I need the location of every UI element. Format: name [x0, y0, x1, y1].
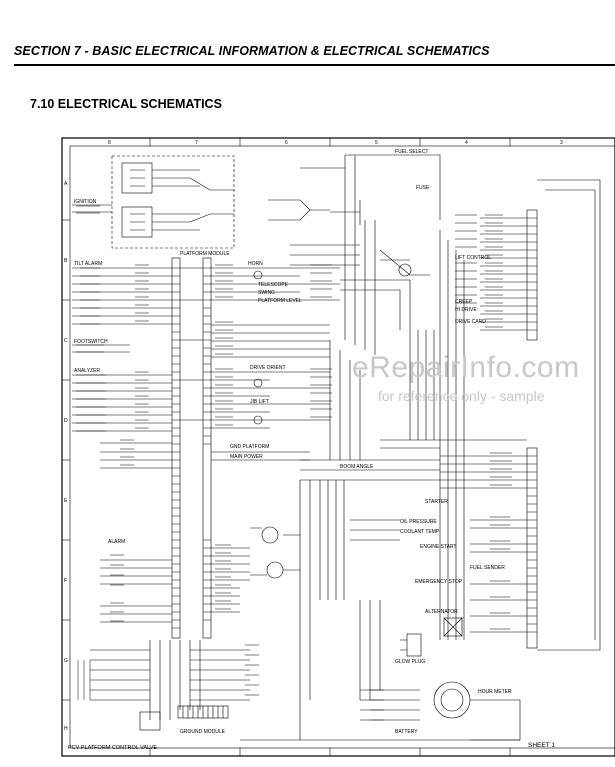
- grid-row-e: E: [64, 498, 68, 504]
- label-hour-meter: HOUR METER: [478, 689, 512, 695]
- grid-row-d: D: [64, 418, 68, 424]
- label-main-power: MAIN POWER: [230, 454, 263, 460]
- label-drive-orient: DRIVE ORIENT: [250, 365, 286, 371]
- label-telescope: TELESCOPE: [258, 282, 289, 288]
- label-battery: BATTERY: [395, 729, 418, 735]
- label-starter: STARTER: [425, 499, 448, 505]
- grid-col-6: 6: [285, 140, 288, 146]
- sheet-label: SHEET 1: [528, 742, 555, 749]
- label-swing: SWING: [258, 290, 275, 296]
- label-drive-card: DRIVE CARD: [455, 319, 486, 325]
- grid-row-c: C: [64, 338, 68, 344]
- label-horn: HORN: [248, 261, 263, 267]
- label-fuel-select: FUEL SELECT: [395, 149, 429, 155]
- label-lift-control: LIFT CONTROL: [455, 255, 492, 261]
- label-engine-start: ENGINE START: [420, 544, 457, 550]
- grid-row-f: F: [64, 578, 67, 584]
- label-alarm: ALARM: [108, 539, 126, 545]
- label-emergency-stop: EMERGENCY STOP: [415, 579, 463, 585]
- grid-row-a: A: [64, 181, 68, 187]
- grid-col-4: 4: [465, 140, 468, 146]
- watermark: eRepairInfo.com: [352, 351, 580, 384]
- grid-row-b: B: [64, 258, 68, 264]
- grid-col-7: 7: [195, 140, 198, 146]
- label-creep: CREEP: [455, 299, 473, 305]
- grid-col-8: 8: [108, 140, 111, 146]
- subsection-title: 7.10 ELECTRICAL SCHEMATICS: [30, 97, 222, 111]
- grid-row-g: G: [64, 658, 68, 664]
- label-fuel-sender: FUEL SENDER: [470, 565, 505, 571]
- label-glow-plug: GLOW PLUG: [395, 659, 426, 665]
- header-rule: [14, 64, 615, 66]
- label-jib-lift: JIB LIFT: [250, 399, 269, 405]
- label-fuse: FUSE: [416, 185, 430, 191]
- label-hi-drive: HI DRIVE: [455, 307, 477, 313]
- label-ignition: IGNITION: [74, 199, 97, 205]
- label-platform-level: PLATFORM LEVEL: [258, 298, 302, 304]
- label-tilt-alarm: TILT ALARM: [74, 261, 103, 267]
- valve-label: PCV-PLATFORM CONTROL VALVE: [68, 745, 158, 751]
- grid-col-3: 3: [560, 140, 563, 146]
- label-platform-module: PLATFORM MODULE: [180, 251, 230, 257]
- grid-col-5: 5: [375, 140, 378, 146]
- label-oil-pressure: OIL PRESSURE: [400, 519, 437, 525]
- label-coolant-temp: COOLANT TEMP: [400, 529, 440, 535]
- watermark-sub: for reference only - sample: [378, 388, 545, 404]
- label-ground-module: GROUND MODULE: [180, 729, 226, 735]
- label-footswitch: FOOTSWITCH: [74, 339, 108, 345]
- label-analyzer: ANALYZER: [74, 368, 101, 374]
- grid-row-h: H: [64, 726, 68, 732]
- label-gnd-platform: GND PLATFORM: [230, 444, 270, 450]
- label-boom-angle: BOOM ANGLE: [340, 464, 374, 470]
- section-title: SECTION 7 - BASIC ELECTRICAL INFORMATION…: [14, 44, 490, 58]
- label-alternator: ALTERNATOR: [425, 609, 458, 615]
